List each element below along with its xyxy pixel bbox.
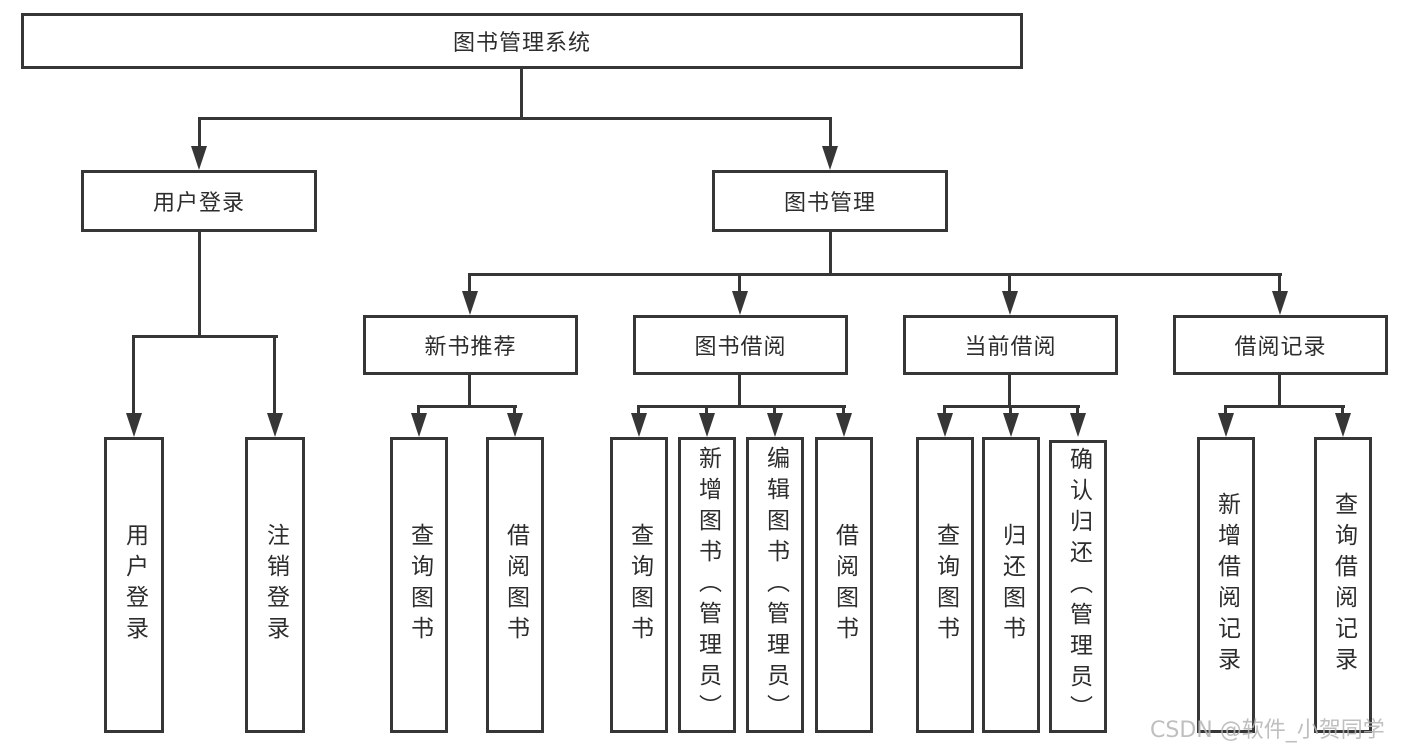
node-current-borrowing-label: 当前借阅 <box>964 335 1057 360</box>
leaf-confirm-return-admin-label: 确认归还（管理员） <box>1065 447 1092 726</box>
arrowhead-icon <box>631 413 647 437</box>
node-book-management: 图书管理 <box>712 170 948 232</box>
connector-book-stem <box>829 232 832 276</box>
arrowhead-icon <box>1003 413 1019 437</box>
leaf-borrow-books-2: 借阅图书 <box>815 437 873 733</box>
connector-stem <box>738 375 741 408</box>
node-new-book-recommend-label: 新书推荐 <box>424 335 517 360</box>
arrowhead-icon <box>126 413 142 437</box>
connector-to-records <box>1278 273 1281 303</box>
connector-book-distributor <box>468 273 1282 276</box>
arrowhead-icon <box>462 291 478 315</box>
connector-user-stem <box>198 232 201 338</box>
leaf-add-books-admin-label: 新增图书（管理员） <box>694 445 721 725</box>
node-new-book-recommend: 新书推荐 <box>363 315 578 375</box>
connector-stem <box>468 375 471 408</box>
arrowhead-icon <box>767 413 783 437</box>
leaf-query-books-3-label: 查询图书 <box>932 523 959 647</box>
arrowhead-icon <box>699 413 715 437</box>
node-book-borrowing-label: 图书借阅 <box>694 335 787 360</box>
connector-distributor <box>637 405 846 408</box>
arrowhead-icon <box>1335 413 1351 437</box>
leaf-return-books-label: 归还图书 <box>998 523 1025 647</box>
leaf-query-books-2: 查询图书 <box>610 437 668 733</box>
leaf-add-books-admin: 新增图书（管理员） <box>678 437 736 733</box>
leaf-add-borrow-record-label: 新增借阅记录 <box>1213 492 1240 678</box>
leaf-query-borrow-record-label: 查询借阅记录 <box>1330 492 1357 678</box>
node-borrowing-records: 借阅记录 <box>1173 315 1388 375</box>
connector-distributor <box>1224 405 1345 408</box>
arrowhead-icon <box>411 413 427 437</box>
node-root: 图书管理系统 <box>21 13 1023 69</box>
connector-to-borrowing <box>738 273 741 303</box>
connector-stem <box>1008 375 1011 408</box>
leaf-logout-label: 注销登录 <box>262 523 289 647</box>
node-root-label: 图书管理系统 <box>452 31 591 56</box>
connector-to-new-books <box>468 273 471 303</box>
leaf-edit-books-admin: 编辑图书（管理员） <box>746 437 804 733</box>
arrowhead-icon <box>507 413 523 437</box>
connector-to-leaf <box>132 335 135 425</box>
leaf-query-borrow-record: 查询借阅记录 <box>1314 437 1372 733</box>
csdn-watermark: CSDN @软件_小贺同学 <box>1150 718 1385 743</box>
leaf-query-books-2-label: 查询图书 <box>626 523 653 647</box>
connector-to-leaf <box>273 335 276 425</box>
connector-stem <box>1278 375 1281 408</box>
leaf-user-login: 用户登录 <box>104 437 164 733</box>
leaf-return-books: 归还图书 <box>982 437 1040 733</box>
connector-user-distributor <box>132 335 278 338</box>
arrowhead-icon <box>191 146 207 170</box>
node-user-login-label: 用户登录 <box>152 191 245 216</box>
arrowhead-icon <box>1272 291 1288 315</box>
connector-root-distributor <box>198 117 832 120</box>
leaf-query-books-1-label: 查询图书 <box>406 523 433 647</box>
leaf-borrow-books-1-label: 借阅图书 <box>502 523 529 647</box>
arrowhead-icon <box>1070 413 1086 437</box>
arrowhead-icon <box>937 413 953 437</box>
leaf-query-books-3: 查询图书 <box>916 437 974 733</box>
arrowhead-icon <box>267 413 283 437</box>
leaf-edit-books-admin-label: 编辑图书（管理员） <box>762 445 789 725</box>
leaf-borrow-books-2-label: 借阅图书 <box>831 523 858 647</box>
leaf-confirm-return-admin: 确认归还（管理员） <box>1049 440 1107 733</box>
arrowhead-icon <box>1002 291 1018 315</box>
node-book-management-label: 图书管理 <box>783 191 876 216</box>
leaf-user-login-label: 用户登录 <box>121 523 148 647</box>
node-book-borrowing: 图书借阅 <box>633 315 848 375</box>
connector-root-stem <box>520 69 523 120</box>
arrowhead-icon <box>836 413 852 437</box>
node-user-login: 用户登录 <box>81 170 317 232</box>
connector-to-user-login <box>198 117 201 158</box>
leaf-borrow-books-1: 借阅图书 <box>486 437 544 733</box>
arrowhead-icon <box>822 146 838 170</box>
leaf-query-books-1: 查询图书 <box>390 437 448 733</box>
connector-to-current <box>1008 273 1011 303</box>
connector-distributor <box>417 405 517 408</box>
arrowhead-icon <box>1218 413 1234 437</box>
connector-to-book-mgmt <box>829 117 832 158</box>
leaf-logout: 注销登录 <box>245 437 305 733</box>
arrowhead-icon <box>732 291 748 315</box>
node-borrowing-records-label: 借阅记录 <box>1234 335 1327 360</box>
leaf-add-borrow-record: 新增借阅记录 <box>1197 437 1255 733</box>
node-current-borrowing: 当前借阅 <box>903 315 1118 375</box>
